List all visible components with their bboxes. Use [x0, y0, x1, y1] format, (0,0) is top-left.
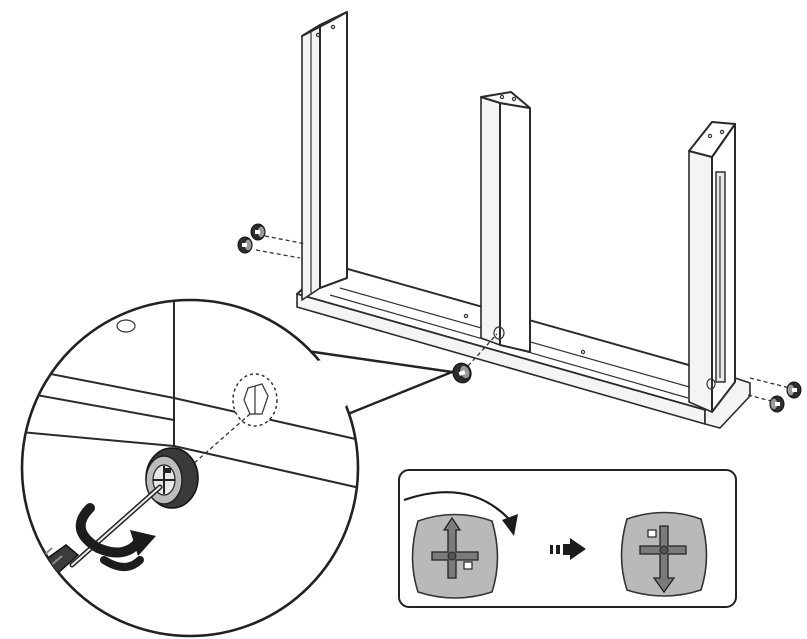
cam-state-arrow-up: [411, 513, 499, 599]
cam-lock-icon: [237, 236, 253, 254]
middle-cam-lock: [452, 333, 498, 384]
cam-lock-icon: [769, 395, 785, 413]
right-cam-locks: [747, 377, 802, 413]
turn-arrow-icon: [403, 491, 509, 519]
middle-divider-panel: [480, 91, 531, 353]
cam-lock-icon: [786, 381, 802, 399]
rotation-arrow-icon: [75, 503, 156, 571]
right-arrow-icon: [550, 538, 586, 560]
inset-box: [398, 469, 737, 608]
middle-cam-hole: [493, 326, 505, 340]
zoom-cam-lock: [145, 447, 199, 509]
magnifier-callout: [20, 298, 454, 638]
right-upright-panel: [688, 121, 736, 413]
furniture-frame: [296, 11, 751, 429]
left-cam-locks: [237, 223, 307, 259]
left-upright-panel: [301, 11, 348, 301]
cam-lock-icon: [452, 362, 472, 384]
cam-state-arrow-down: [620, 511, 708, 597]
cam-lock-icon: [250, 223, 266, 241]
